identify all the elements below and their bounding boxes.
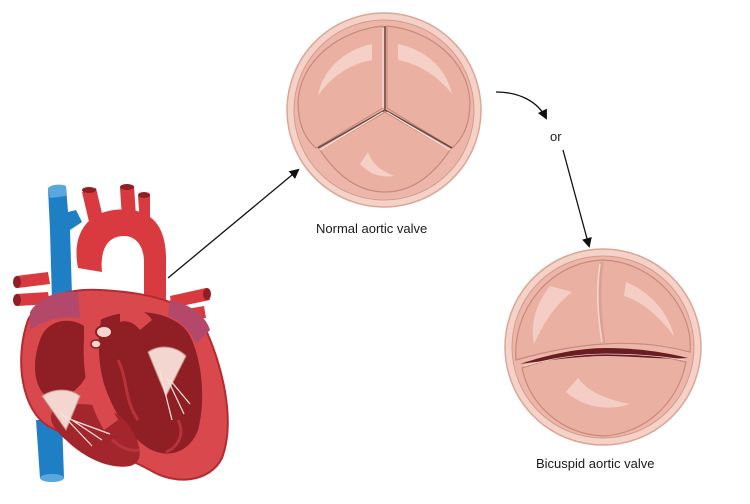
bicuspid-aortic-valve-icon xyxy=(504,248,702,446)
arrow-curved-to-or xyxy=(495,91,547,120)
arrow-heart-to-normal-valve xyxy=(167,168,300,279)
bicuspid-aortic-valve-label: Bicuspid aortic valve xyxy=(536,456,655,471)
or-label: or xyxy=(550,129,562,144)
normal-aortic-valve-label: Normal aortic valve xyxy=(316,221,428,236)
arrow-or-to-bicuspid-valve xyxy=(562,149,592,248)
normal-aortic-valve-icon xyxy=(286,12,482,208)
heart-cross-section-icon xyxy=(13,184,229,482)
